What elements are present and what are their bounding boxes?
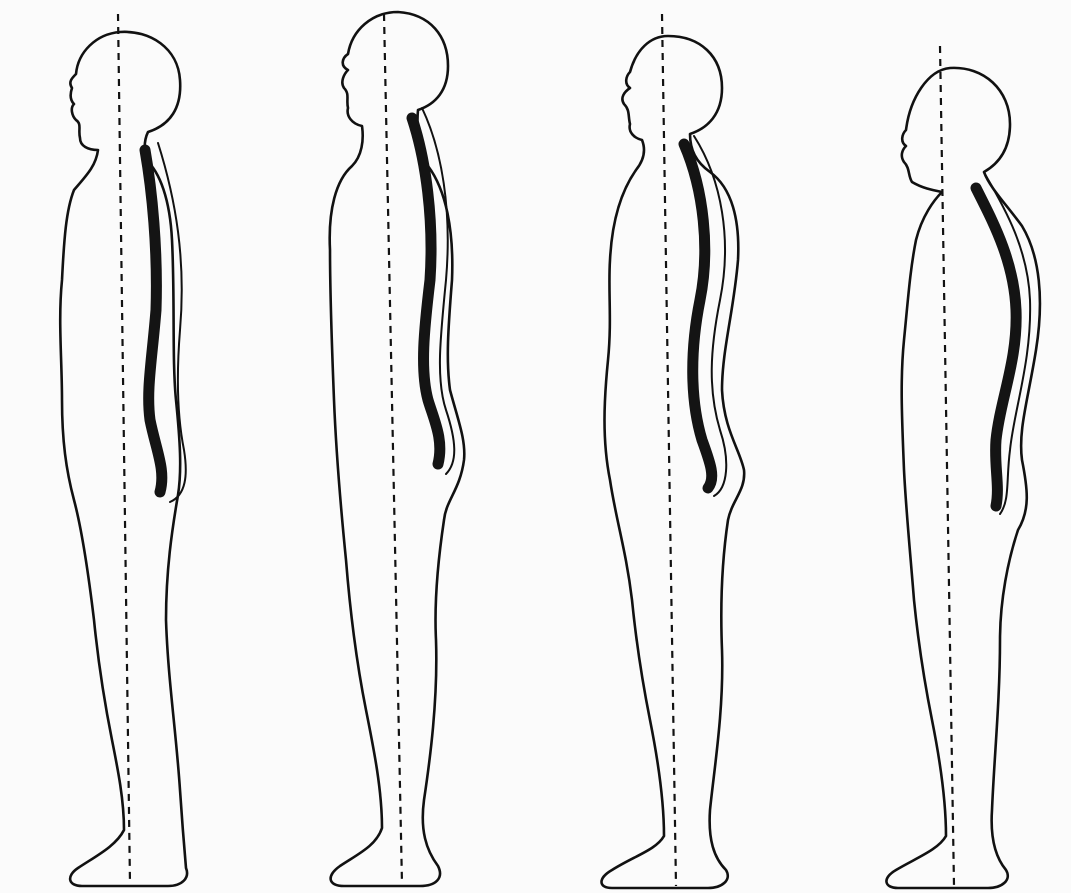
posture-comparison-diagram [0, 0, 1071, 893]
